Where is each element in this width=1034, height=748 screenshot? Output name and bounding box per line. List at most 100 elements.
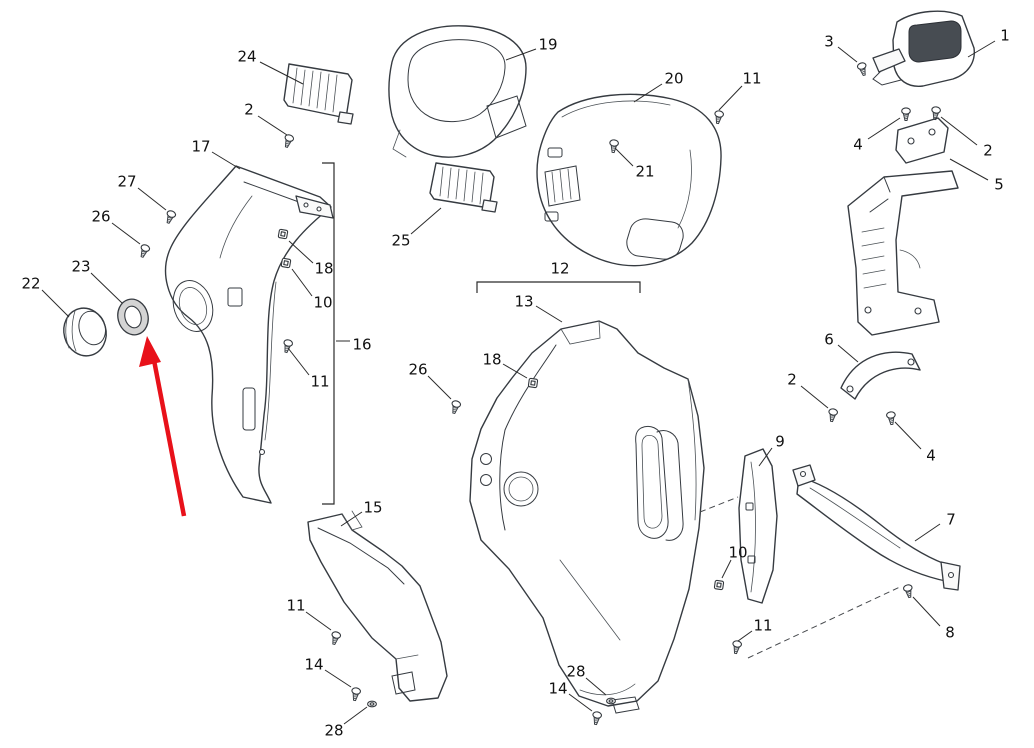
callout-c15: 15 — [363, 499, 382, 517]
callout-c16: 16 — [352, 336, 371, 354]
clip-18-left-icon — [277, 228, 289, 240]
leader-line-c11a — [718, 85, 743, 111]
callout-c25: 25 — [391, 232, 410, 250]
part-7-support-bracket — [792, 464, 961, 591]
part-17-left-side-panel — [164, 165, 334, 504]
callout-c17: 17 — [191, 138, 210, 156]
leader-line-c2c — [800, 385, 829, 409]
callout-c21: 21 — [635, 163, 654, 181]
screw-26-center-icon — [449, 399, 462, 415]
part-23-ring-seal — [117, 298, 149, 336]
leader-line-c1 — [967, 40, 996, 58]
screw-11-bottomcenter-icon — [730, 639, 743, 655]
screw-4-top-icon — [901, 107, 911, 122]
leader-line-c14b — [568, 693, 593, 712]
callout-c9: 9 — [775, 433, 785, 451]
washer-28-bottom-icon — [606, 697, 616, 705]
callout-c8: 8 — [945, 624, 955, 642]
part-25-vent-grille — [429, 162, 498, 213]
screw-14-left-icon — [349, 686, 362, 702]
screw-11-top-icon — [712, 109, 725, 125]
screw-2-left-icon — [281, 133, 295, 149]
part-6-arm-bracket — [840, 351, 921, 400]
callout-c26a: 26 — [91, 208, 110, 226]
screw-3-icon — [856, 61, 869, 77]
leader-line-c2a — [257, 115, 288, 136]
leader-line-c8 — [912, 596, 941, 627]
screw-26-left-icon — [137, 243, 151, 260]
leader-line-c26a — [111, 222, 141, 245]
callout-c10a: 10 — [313, 294, 332, 312]
callout-c24: 24 — [237, 48, 256, 66]
callout-c14a: 14 — [304, 656, 323, 674]
screw-27-icon — [163, 209, 177, 226]
callout-c7: 7 — [946, 511, 956, 529]
leader-line-c2b — [940, 116, 978, 146]
leader-line-c9 — [758, 447, 773, 467]
leader-line-c28b — [585, 677, 607, 696]
leader-line-c6 — [837, 344, 859, 363]
leader-line-c4a — [867, 117, 901, 140]
part-22-blanking-cap — [63, 307, 107, 357]
leader-line-c11c — [737, 630, 753, 642]
leader-line-c25 — [410, 207, 442, 235]
screw-14-bottom-icon — [590, 710, 603, 726]
leader-line-c13 — [535, 305, 563, 323]
leader-line-c10b — [721, 559, 732, 579]
leader-line-c23 — [90, 272, 123, 304]
part-19-instrument-hood — [388, 25, 527, 158]
screw-4-mid-icon — [885, 410, 897, 426]
leader-line-c11b — [287, 347, 310, 376]
screw-11-bottomleft-icon — [329, 630, 342, 646]
callout-c11d: 11 — [286, 597, 305, 615]
support-frame — [847, 170, 959, 336]
assembly-dash-line-8 — [747, 585, 903, 659]
range-bracket-16 — [322, 162, 335, 505]
callout-c2a: 2 — [244, 101, 254, 119]
part-20-dash-panel — [536, 93, 722, 267]
leader-line-c18a — [288, 240, 314, 264]
callout-c4b: 4 — [926, 447, 936, 465]
callout-c5: 5 — [994, 176, 1004, 194]
callout-c1: 1 — [1000, 27, 1010, 45]
callout-c11c: 11 — [753, 617, 772, 635]
part-1-armrest-console — [872, 10, 975, 87]
leader-line-c21 — [614, 147, 634, 167]
range-bracket-12 — [476, 281, 641, 293]
clip-10-left-icon — [280, 257, 292, 269]
assembly-dash-line-9 — [699, 496, 739, 513]
screw-2-mid-icon — [826, 407, 839, 423]
callout-c11a: 11 — [742, 70, 761, 88]
pointer-arrow — [139, 336, 187, 517]
leader-line-c15 — [340, 511, 363, 527]
callout-c27: 27 — [117, 173, 136, 191]
leader-line-c27 — [137, 187, 167, 211]
screw-11-left-icon — [281, 338, 294, 354]
leader-line-c17 — [211, 151, 241, 170]
callout-c20: 20 — [664, 70, 683, 88]
part-9-trim-strip — [738, 448, 778, 604]
callout-c13: 13 — [514, 293, 533, 311]
callout-c3: 3 — [824, 33, 834, 51]
leader-line-c14a — [324, 669, 352, 688]
leader-line-c22 — [41, 289, 70, 318]
clip-18-center-icon — [527, 377, 539, 389]
callout-c18b: 18 — [482, 351, 501, 369]
callout-c2c: 2 — [787, 371, 797, 389]
leader-line-c24 — [259, 61, 304, 85]
part-13-console-panel — [469, 320, 705, 714]
callout-c4a: 4 — [853, 136, 863, 154]
callout-c11b: 11 — [310, 373, 329, 391]
leader-line-c5 — [949, 158, 989, 181]
part-24-vent-grille — [283, 63, 354, 125]
callout-c22: 22 — [21, 275, 40, 293]
callout-c28b: 28 — [566, 663, 585, 681]
leader-line-c28a — [343, 706, 368, 725]
clip-10-right-icon — [713, 579, 725, 591]
callout-c26b: 26 — [408, 361, 427, 379]
leader-line-c18b — [502, 363, 528, 379]
callout-c6: 6 — [824, 331, 834, 349]
callout-c2b: 2 — [983, 142, 993, 160]
